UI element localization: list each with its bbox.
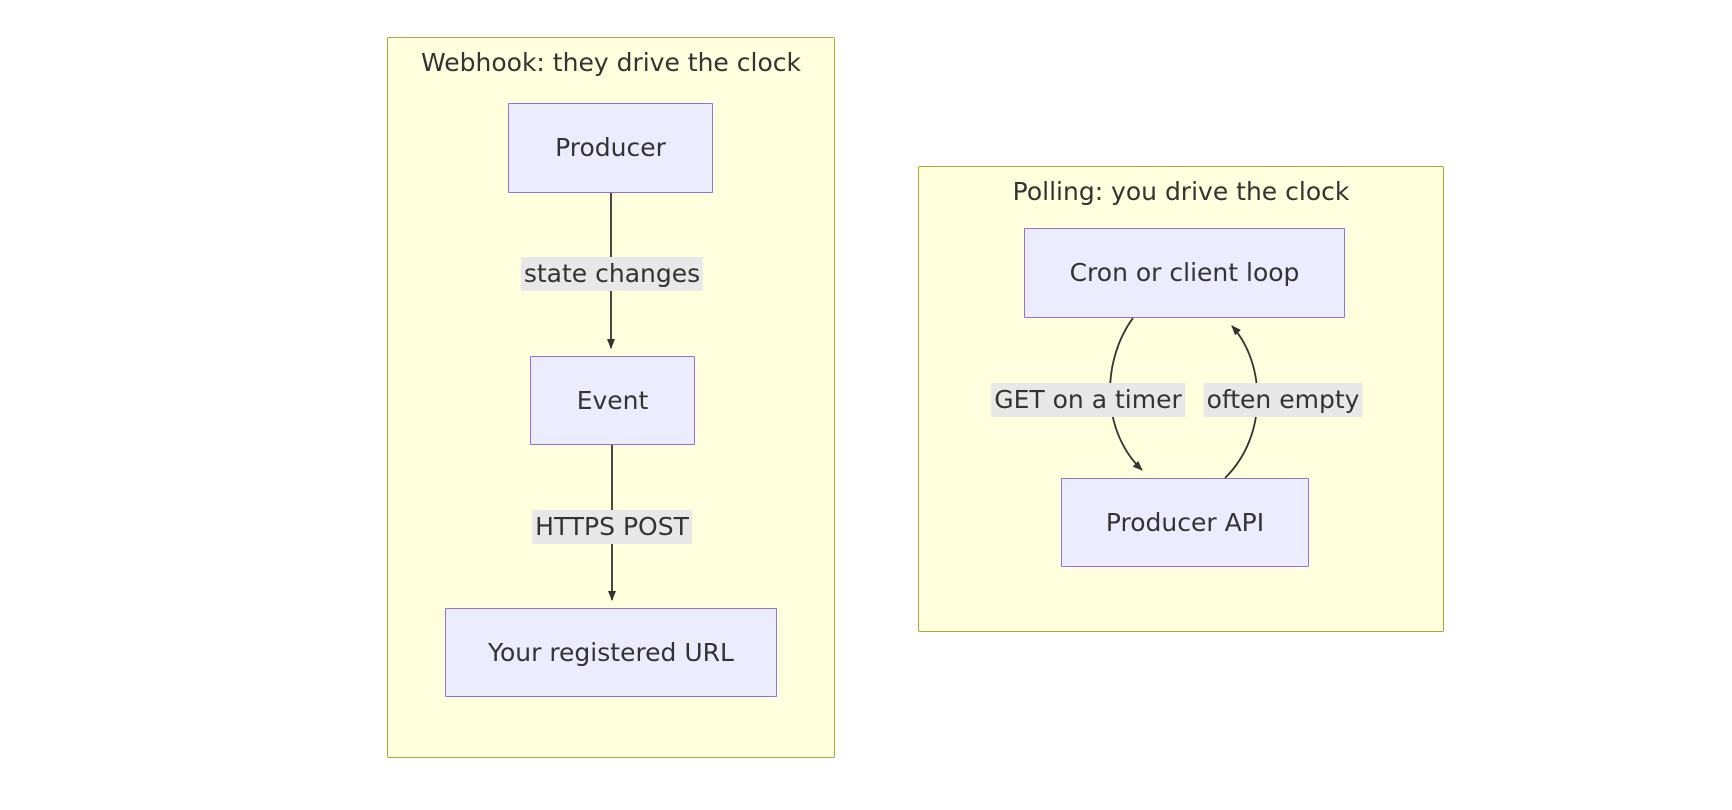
edge-label-state-changes: state changes [520,257,704,291]
node-registered-url-label: Your registered URL [488,637,734,667]
cluster-webhook-title: Webhook: they drive the clock [421,48,801,77]
node-event-label: Event [576,385,649,415]
node-producer-api[interactable]: Producer API [1061,478,1309,567]
node-producer[interactable]: Producer [508,103,713,193]
edge-label-get-on-a-timer: GET on a timer [991,383,1185,417]
node-producer-label: Producer [555,133,666,162]
node-registered-url[interactable]: Your registered URL [445,608,777,697]
cluster-polling-title: Polling: you drive the clock [1012,177,1350,206]
node-cron-loop-label: Cron or client loop [1069,258,1300,287]
edge-label-often-empty: often empty [1203,383,1363,417]
edge-label-https-post: HTTPS POST [532,510,692,544]
node-cron-loop[interactable]: Cron or client loop [1024,228,1345,318]
node-producer-api-label: Producer API [1105,507,1265,537]
node-event[interactable]: Event [530,356,695,445]
